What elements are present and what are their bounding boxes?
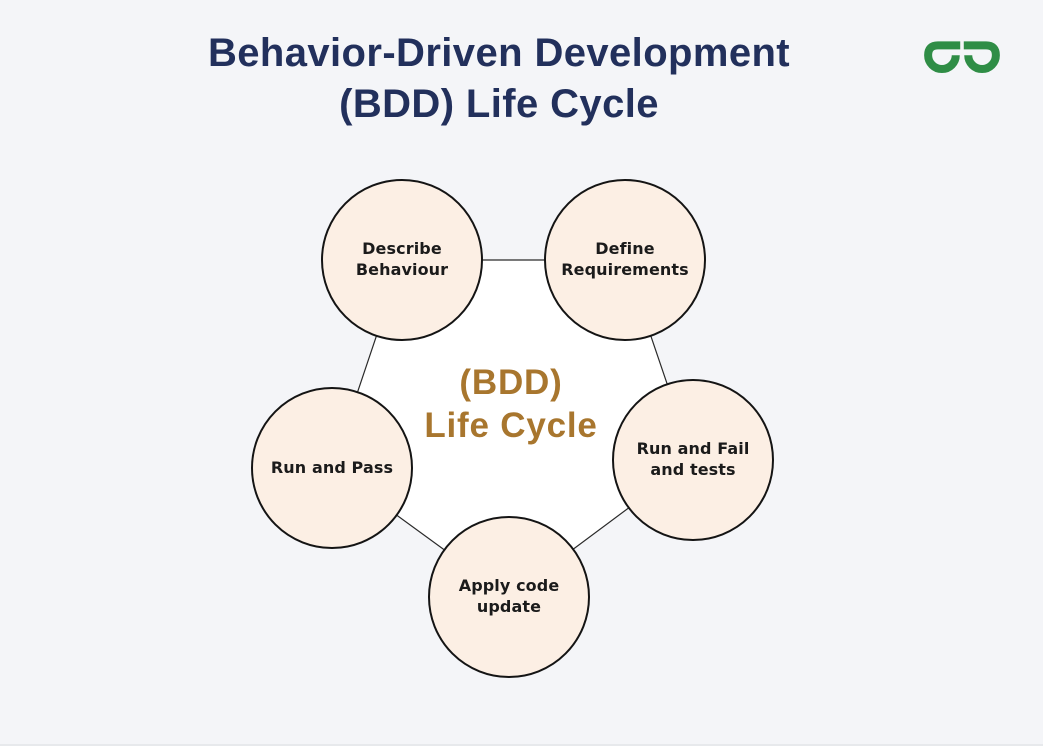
node-describe-behaviour: Describe Behaviour bbox=[321, 179, 483, 341]
node-define-requirements: Define Requirements bbox=[544, 179, 706, 341]
node-label: Apply code update bbox=[458, 576, 560, 616]
page-title-line1: Behavior-Driven Development bbox=[207, 31, 791, 75]
node-label: Run and Pass bbox=[270, 457, 394, 477]
node-label: Define Requirements bbox=[561, 239, 689, 279]
page-title: Behavior-Driven Development (BDD) Life C… bbox=[0, 28, 998, 130]
node-label: Describe Behaviour bbox=[355, 239, 449, 279]
node-label: Run and Fail and tests bbox=[636, 439, 750, 479]
geeksforgeeks-logo bbox=[921, 36, 1003, 78]
node-run-and-fail-and-tests: Run and Fail and tests bbox=[612, 379, 774, 541]
center-label-line1: (BDD) bbox=[459, 363, 563, 402]
node-apply-code-update: Apply code update bbox=[428, 516, 590, 678]
geeksforgeeks-gg-icon bbox=[924, 41, 1000, 73]
page-title-line2: (BDD) Life Cycle bbox=[339, 82, 659, 126]
bottom-edge-divider bbox=[0, 744, 1043, 746]
diagram-center-label: (BDD) Life Cycle bbox=[424, 361, 597, 447]
node-run-and-pass: Run and Pass bbox=[251, 387, 413, 549]
center-label-line2: Life Cycle bbox=[424, 406, 598, 445]
